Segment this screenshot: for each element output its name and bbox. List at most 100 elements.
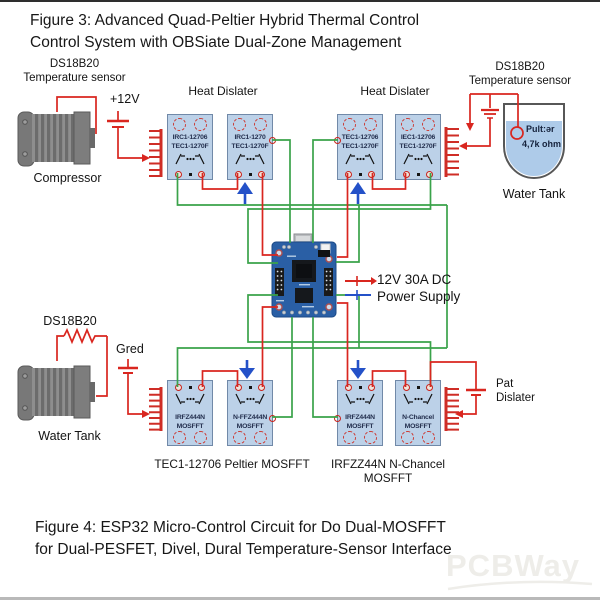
module-label: MOSFFT [176,423,204,430]
esp32-board-image [271,233,337,318]
mosfet-module-1: IRFZ444N MOSFFT [167,380,213,446]
module-symbol-icon [232,392,268,411]
figure3-title-line2: Control System with OBSiate Dual-Zone Ma… [30,34,402,51]
mosfet-module-3: IRFZ444N MOSFFT [334,380,383,447]
figure4-caption-line2: for Dual-PESFET, Divel, Dural Temperatur… [35,540,452,558]
battery-symbol-gred-icon [118,366,138,374]
dashed-circle-icon [364,118,377,131]
label-water-tank-top: Water Tank [502,187,566,201]
side-terminal-icon [334,415,341,422]
terminal-icon [198,171,205,178]
dashed-circle-icon [422,118,435,131]
dashed-circle-icon [364,431,377,444]
terminal-dot [248,173,252,176]
airflow-arrow-icons [237,182,366,379]
module-label: TEC1-1270F [171,143,209,150]
figure4-caption: Figure 4: ESP32 Micro-Control Circuit fo… [35,517,452,560]
terminal-icon [175,171,182,178]
peltier-module-4: IEC1-12706 TEC1-1270F [395,114,441,180]
module-label: IEC1-12706 [400,134,436,141]
legend-red-wire-icon [345,276,377,286]
sensor-top-left-line1: DS18B20 [49,58,100,70]
label-tank-probe-line2: 4,7k ohm [522,139,562,149]
water-tank-motor-image [17,365,95,421]
module-marker-circles [228,115,272,131]
module-terminals [168,171,212,178]
module-terminals [228,384,272,391]
pcbway-watermark: PCBWay [446,548,581,583]
label-plus-12v: +12V [110,92,140,106]
module-symbol-icon [400,152,436,171]
screen-edge-top [0,0,600,2]
module-terminals [396,384,440,391]
label-sensor-bottom-left: DS18B20 [43,314,97,328]
module-marker-circles [338,115,382,131]
sensor-top-left-line2: Temperature sensor [23,72,126,84]
label-sensor-top-left: DS18B20 Temperature sensor [12,57,137,85]
module-label: TEC1-12706 [341,134,379,141]
dashed-circle-icon [422,431,435,444]
terminal-icon [235,384,242,391]
module-terminals [168,384,212,391]
terminal-icon [198,384,205,391]
module-label: TEC1-1270F [399,143,437,150]
terminal-icon [235,171,242,178]
module-terminals [396,171,440,178]
module-symbol-icon [342,392,378,411]
heatsink-bottom-right-icon [444,387,459,431]
module-terminals [338,171,382,178]
label-water-tank-bottom: Water Tank [38,429,101,443]
pat-dislater-line2: Dislater [496,392,535,404]
figure3-title: Figure 3: Advanced Quad-Peltier Hybrid T… [30,10,419,54]
figure4-caption-line1: Figure 4: ESP32 Micro-Control Circuit fo… [35,519,446,536]
label-right-pair-caption: IRFZZ44N N-Chancel MOSFFT [330,457,446,485]
terminal-dot [358,386,362,389]
terminal-dot [188,386,192,389]
dashed-circle-icon [173,118,186,131]
dashed-circle-icon [233,431,246,444]
heatsink-top-right-icon [444,127,459,177]
terminal-dot [416,173,420,176]
module-symbol-icon [342,152,378,171]
mosfet-module-4: N-Chancel MOSFFT [395,380,441,446]
terminal-icon [368,171,375,178]
module-label: IRC1-12706 [172,134,208,141]
battery-symbol-pat-icon [466,388,486,396]
terminal-dot [358,173,362,176]
terminal-dot [248,386,252,389]
module-label: MOSFFT [236,423,264,430]
side-terminal-icon [334,137,341,144]
dashed-circle-icon [401,431,414,444]
dashed-circle-icon [343,431,356,444]
module-label: N-FFZ444N [232,414,268,421]
legend-line1: 12V 30A DC [377,272,452,287]
terminal-icon [345,171,352,178]
battery-symbol-12v-icon [107,119,129,128]
label-compressor: Compressor [33,171,102,185]
dashed-circle-icon [194,118,207,131]
module-marker-circles [338,431,382,447]
module-symbol-icon [400,392,436,411]
label-pat-dislater: Pat Dislater [496,377,535,405]
pat-dislater-line1: Pat [496,378,514,390]
heatsink-bottom-left-icon [149,387,163,431]
terminal-icon [345,384,352,391]
legend-line2: Power Supply [377,289,461,304]
module-marker-circles [168,115,212,131]
mosfet-module-2: N-FFZ444N MOSFFT [227,380,276,446]
figure3-title-line1: Figure 3: Advanced Quad-Peltier Hybrid T… [30,12,420,29]
label-sensor-top-right: DS18B20 Temperature sensor [455,60,585,88]
module-marker-circles [396,115,440,131]
tank-probe-icon [510,126,524,140]
legend-blue-wire-icon [345,290,371,300]
module-label: IRC1-1270 [234,134,266,141]
module-label: MOSFFT [346,423,374,430]
module-marker-circles [396,431,440,447]
heatsink-top-left-icon [149,129,163,177]
terminal-icon [426,171,433,178]
dashed-circle-icon [173,431,186,444]
module-label: TEC1-1270F [231,143,269,150]
label-left-pair-caption: TEC1-12706 Peltier MOSFFT [154,457,310,471]
label-tank-probe-line1: Pult:ər [526,124,555,134]
terminal-dot [416,386,420,389]
